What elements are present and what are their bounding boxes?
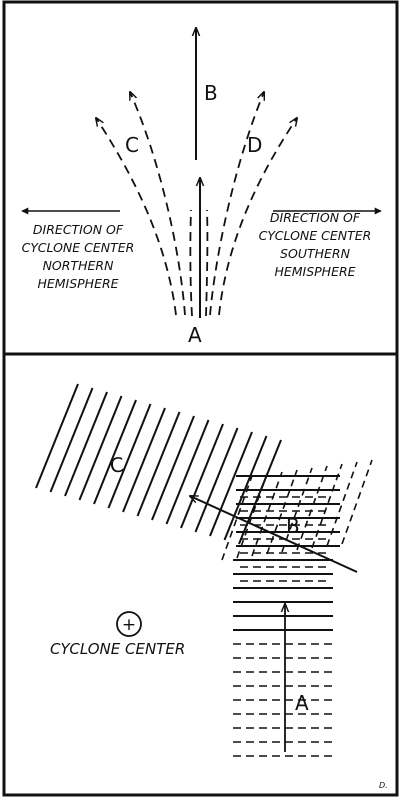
northern-caption: DIRECTION OF CYCLONE CENTER NORTHERN HEM… — [22, 222, 135, 291]
dashed-paths — [96, 92, 297, 317]
crest-dash-c — [251, 471, 283, 557]
path-center-left — [189, 209, 193, 317]
crest-line-c — [151, 415, 195, 521]
northern-line-3: NORTHERN — [43, 258, 114, 273]
crest-line-c — [180, 423, 224, 529]
path-d-inner — [209, 92, 264, 316]
hatch-solid-c — [35, 383, 282, 545]
southern-line-3: SOUTHERN — [280, 246, 351, 261]
crest-line-c — [223, 435, 268, 541]
crest-dash-c — [266, 469, 298, 555]
arrow-bottom-b — [190, 496, 358, 573]
southern-line-1: DIRECTION OF — [270, 210, 361, 225]
crest-dash-c — [281, 467, 313, 553]
top-panel: B C D A DIRECTION OF CYCLONE CENTER NORT… — [21, 28, 382, 347]
northern-line-1: DIRECTION OF — [33, 222, 124, 237]
crest-line-c — [49, 387, 94, 493]
crest-line-c — [194, 427, 239, 533]
crest-line-c — [209, 431, 253, 537]
crest-line-c — [122, 407, 166, 513]
path-d-outer — [218, 118, 297, 316]
crest-line-c — [93, 399, 137, 505]
path-c-outer — [96, 118, 177, 316]
cyclone-center-circle — [116, 611, 142, 637]
northern-line-2: CYCLONE CENTER — [22, 240, 135, 255]
crest-line-c — [165, 419, 210, 525]
cyclone-center-plus: + — [122, 615, 136, 635]
label-top-d: D — [247, 133, 262, 157]
path-center-right — [205, 209, 209, 317]
artist-signature: D. — [379, 781, 388, 790]
crest-line-c — [107, 403, 152, 509]
southern-line-4: HEMISPHERE — [274, 264, 355, 279]
crest-line-c — [64, 391, 108, 497]
crest-line-c — [238, 439, 282, 545]
crest-dash-c — [296, 465, 328, 551]
crest-line-c — [78, 395, 123, 501]
bottom-panel: + CYCLONE CENTER C B A D. — [35, 383, 388, 790]
path-c-inner — [130, 92, 186, 316]
label-top-a: A — [188, 323, 202, 347]
crest-line-c — [136, 411, 181, 517]
cyclone-center-label: CYCLONE CENTER — [50, 640, 185, 658]
southern-line-2: CYCLONE CENTER — [259, 228, 372, 243]
crest-dash-c — [311, 463, 343, 549]
crest-dash-c — [341, 459, 373, 545]
southern-caption: DIRECTION OF CYCLONE CENTER SOUTHERN HEM… — [259, 210, 372, 279]
hatch-dashed-horizontal — [233, 496, 335, 757]
label-top-c: C — [125, 133, 139, 157]
northern-line-4: HEMISPHERE — [37, 276, 118, 291]
crest-dash-c — [236, 473, 268, 559]
crest-line-c — [35, 383, 79, 489]
label-top-b: B — [204, 81, 218, 105]
label-bottom-c: C — [109, 452, 125, 477]
label-bottom-a: A — [295, 691, 309, 715]
hatch-solid-horizontal — [233, 475, 340, 631]
label-bottom-b: B — [286, 514, 300, 538]
